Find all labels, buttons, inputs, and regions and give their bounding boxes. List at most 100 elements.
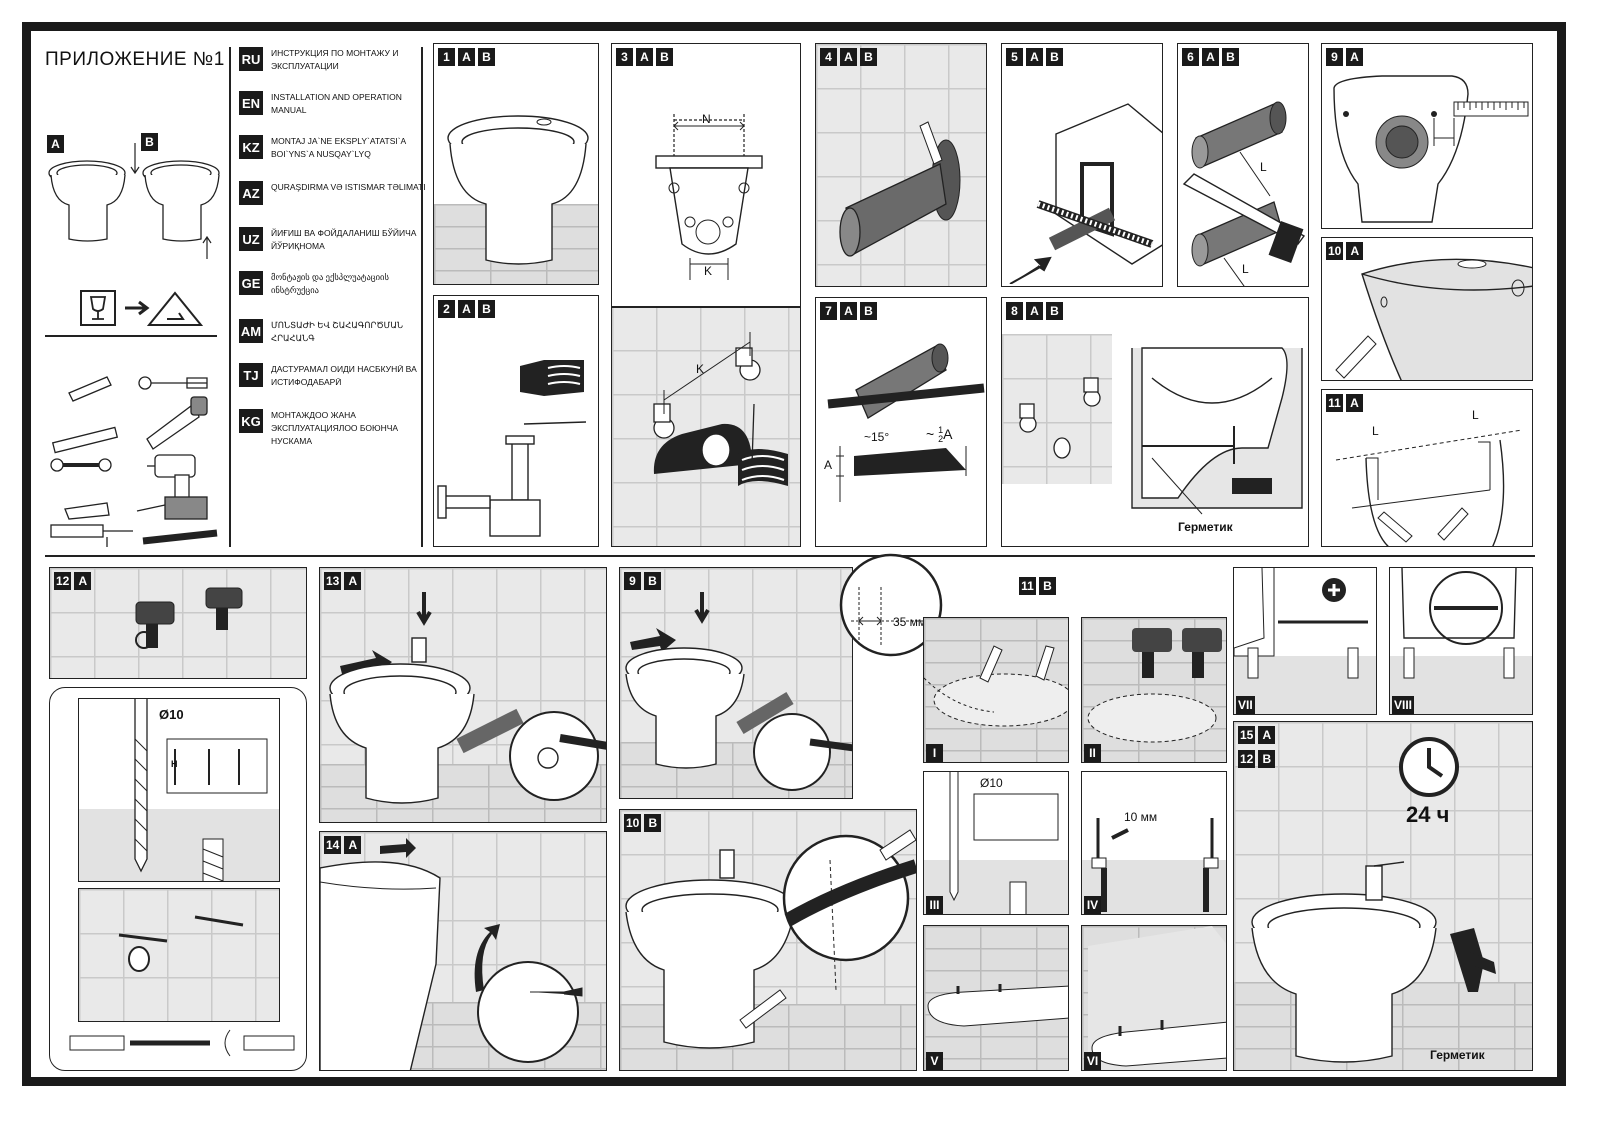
sealant-label-15: Герметик (1430, 1048, 1485, 1062)
language-item-az: AZ QURAŞDIRMA VƏ ISTISMAR TƏLIMATI (239, 181, 429, 205)
step-viii-panel: VIII (1389, 567, 1533, 715)
language-title: ДАСТУРАМАЛ ОИДИ НАСБКУНӢ ВА ИСТИФОДАБАРӢ (271, 364, 417, 387)
language-code: RU (239, 47, 263, 71)
dimension-l-label-2: L (1242, 262, 1249, 276)
language-code: AM (239, 319, 263, 343)
step-vii-panel: VII (1233, 567, 1377, 715)
bidet-connection-illustration (329, 592, 606, 804)
step-11b-vi-panel: VI (1081, 925, 1227, 1071)
language-title: ՄՈՆՏԱԺԻ ԵՎ ՇԱՀԱԳՈՐԾՄԱՆ ՀՐԱՀԱՆԳ (271, 320, 404, 343)
siphon-illustration (437, 360, 587, 537)
step-11b-ii-panel: II (1081, 617, 1227, 763)
bidet-fixing-illustration (320, 838, 583, 1070)
drill-diameter-label-11b: Ø10 (980, 776, 1003, 790)
language-item-tj: TJ ДАСТУРАМАЛ ОИДИ НАСБКУНӢ ВА ИСТИФОДАБА… (239, 363, 429, 389)
dimension-a-label: A (824, 458, 833, 472)
language-divider (229, 47, 231, 547)
pipe-measuring-illustration (1009, 103, 1162, 284)
wall-drilling-illustration (135, 587, 243, 649)
language-code: TJ (239, 363, 263, 387)
angle-label: ~15° (864, 430, 890, 444)
dimension-l-label-11a-2: L (1472, 408, 1479, 422)
language-code: AZ (239, 181, 263, 205)
bidet-b-connection-illustration (625, 592, 852, 791)
section-divider (45, 555, 1535, 557)
bidet-variants-illustration (48, 143, 220, 259)
language-code: UZ (239, 227, 263, 251)
instruction-sheet: ПРИЛОЖЕНИЕ №1 A B R (22, 22, 1566, 1086)
step-11b-iii-panel: Ø10 III (923, 771, 1069, 915)
variant-b-badge: B (141, 133, 158, 151)
bidet-top-view-illustration (653, 114, 788, 486)
step-11b-i-panel: I (923, 617, 1069, 763)
language-title: ИНСТРУКЦИЯ ПО МОНТАЖУ И ЭКСПЛУАТАЦИИ (271, 48, 399, 71)
step-12a-detail-panel: Ø10 H (49, 687, 307, 1071)
language-item-en: EN INSTALLATION AND OPERATION MANUAL (239, 91, 429, 117)
offset-label: 35 мм (893, 615, 927, 629)
floor-marking-illustration (1335, 429, 1523, 546)
variant-a-badge: A (47, 135, 64, 153)
sealant-label-8: Герметик (1178, 520, 1233, 534)
bidet-rear-measure-illustration (1333, 75, 1529, 223)
tools-illustration (50, 376, 218, 547)
language-item-ge: GE მონტაჟის და ექსპლუატაციის ინსტრუქცია (239, 271, 429, 297)
step-9a-panel: 9A L (1321, 43, 1533, 229)
bidet-b-marking-illustration (625, 829, 916, 1049)
language-item-kg: KG МОНТАЖДОО ЖАНА ЭКСПЛУАТАЦИЯЛОО БОЮНЧА … (239, 409, 429, 448)
language-code: EN (239, 91, 263, 115)
dimension-l-label-11a: L (1372, 424, 1379, 438)
dimension-k-label: K (704, 264, 713, 278)
fragile-warning-icons (80, 290, 204, 326)
drill-diameter-label: Ø10 (159, 707, 184, 722)
language-code: GE (239, 271, 263, 295)
language-item-am: AM ՄՈՆՏԱԺԻ ԵՎ ՇԱՀԱԳՈՐԾՄԱՆ ՀՐԱՀԱՆԳ (239, 319, 429, 345)
step-11b-iv-panel: 10 мм IV (1081, 771, 1227, 915)
bidet-marking-illustration (1335, 258, 1532, 380)
bidet-final-sealant-illustration (1251, 861, 1496, 1063)
language-title: МОНТАЖДОО ЖАНА ЭКСПЛУАТАЦИЯЛОО БОЮНЧА НУ… (271, 410, 399, 446)
language-item-ru: RU ИНСТРУКЦИЯ ПО МОНТАЖУ И ЭКСПЛУАТАЦИИ (239, 47, 429, 73)
clock-icon (1399, 737, 1459, 797)
h-label: H (171, 759, 178, 769)
bidet-floor-illustration (447, 115, 589, 265)
language-title: ЙИҒИШ ВА ФОЙДАЛАНИШ БЎЙИЧА ЙЎРИҚНОМА (271, 228, 417, 251)
language-code: KG (239, 409, 263, 433)
dowel-parts-illustration (69, 1029, 295, 1057)
language-title: QURAŞDIRMA VƏ ISTISMAR TƏLIMATI (271, 182, 426, 192)
language-code: KZ (239, 135, 263, 159)
dimension-l-label: L (1260, 160, 1267, 174)
language-title: მონტაჟის და ექსპლუატაციის ინსტრუქცია (271, 272, 389, 295)
dimension-k-wall-label: K (696, 362, 705, 376)
pipe-cutting-illustration (1182, 101, 1306, 286)
language-title: INSTALLATION AND OPERATION MANUAL (271, 92, 402, 115)
curing-time-label: 24 ч (1406, 802, 1450, 827)
wrench-size-label: 10 мм (1124, 810, 1158, 824)
pipe-marking-illustration (839, 121, 961, 257)
dimension-n-label: N (702, 112, 711, 126)
language-divider-right (421, 47, 423, 547)
valve-and-sealant-illustration (1019, 347, 1303, 515)
language-item-uz: UZ ЙИҒИШ ВА ФОЙДАЛАНИШ БЎЙИЧА ЙЎРИҚНОМА (239, 227, 429, 253)
drill-detail: Ø10 H (78, 698, 280, 882)
dowel-detail (78, 888, 280, 1022)
offset-magnifier (839, 553, 943, 657)
pipe-chamfer-illustration (827, 343, 985, 502)
step-11b-v-panel: V (923, 925, 1069, 1071)
